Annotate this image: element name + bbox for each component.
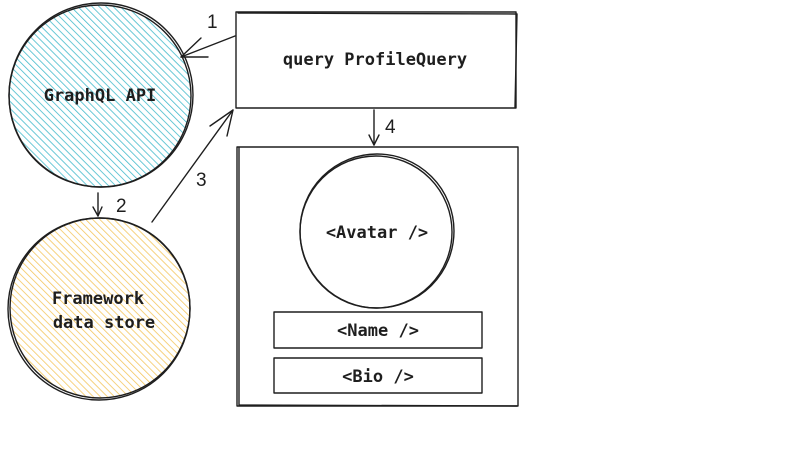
data-store-circle-sketch — [7, 217, 191, 401]
data-store-label-line2: data store — [53, 313, 155, 333]
edge-3-arrowhead-icon — [209, 109, 234, 137]
graphql-api-fill — [9, 5, 191, 187]
name-box — [273, 311, 483, 349]
query-label: query ProfileQuery — [283, 50, 467, 70]
edge-1-line — [180, 35, 236, 58]
data-store-node: Framework data store — [7, 217, 191, 401]
edge-1-arrowhead-icon — [180, 37, 209, 58]
bio-box — [273, 357, 483, 394]
graphql-api-label: GraphQL API — [44, 86, 157, 106]
edge-3-arrow: 3 — [151, 109, 234, 223]
query-box-sketch — [237, 12, 518, 108]
edge-1-label: 1 — [207, 12, 218, 33]
avatar-label: <Avatar /> — [326, 223, 428, 243]
data-store-label-line1: Framework — [52, 289, 144, 309]
edge-1-arrow: 1 — [180, 12, 236, 58]
edge-3-label: 3 — [196, 170, 207, 191]
data-store-fill — [10, 218, 190, 398]
avatar-circle-sketch — [299, 153, 455, 309]
profile-component-node: <Avatar /> <Name /> <Bio /> — [236, 146, 519, 407]
edge-4-arrow: 4 — [368, 109, 396, 146]
edge-2-arrowhead-icon — [92, 206, 103, 217]
graphql-api-circle-sketch — [8, 2, 194, 188]
edge-4-arrowhead-icon — [368, 134, 380, 146]
edge-3-line — [151, 109, 234, 223]
name-label: <Name /> — [337, 321, 419, 341]
bio-label: <Bio /> — [342, 367, 414, 387]
query-node: query ProfileQuery — [235, 11, 518, 109]
edge-2-label: 2 — [116, 196, 127, 217]
edge-2-arrow: 2 — [92, 192, 127, 217]
edge-4-label: 4 — [385, 117, 396, 138]
graphql-api-node: GraphQL API — [8, 2, 194, 188]
profile-component-box-sketch — [238, 147, 518, 407]
